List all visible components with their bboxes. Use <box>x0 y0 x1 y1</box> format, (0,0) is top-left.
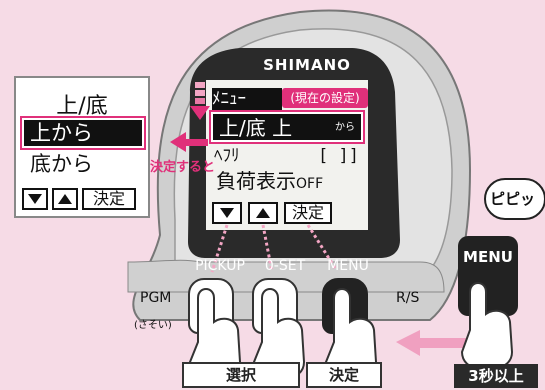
menu-label: MENU <box>327 258 369 274</box>
lcd-row3-right: [ ]] <box>318 146 359 166</box>
current-setting-note: (現在の設定) <box>282 88 368 108</box>
pgm-sub-label: (さそい) <box>134 320 172 331</box>
beep-bubble <box>484 178 545 220</box>
up-arrow-icon <box>256 208 270 218</box>
pgm-label: PGM <box>140 290 172 306</box>
beep-text: ピピッ <box>490 190 536 208</box>
brand-logo: SHIMANO <box>263 56 351 74</box>
lcd-highlight-text: 上/底 上 <box>219 116 293 140</box>
oset-button[interactable] <box>252 278 298 334</box>
select-label: 選択 <box>182 362 300 388</box>
lcd-menu-row: ﾒﾆｭｰ <box>212 88 282 110</box>
pickup-label: PICKUP <box>195 258 245 274</box>
confirm-note: 決定すると <box>150 160 216 175</box>
popup-option2-label: 底から <box>30 152 93 176</box>
popup-down-key[interactable] <box>22 188 48 210</box>
popup-option-selected[interactable]: 上から <box>22 118 144 148</box>
lcd-row4: 負荷表示OFF <box>216 168 366 194</box>
side-menu-label: MENU <box>463 248 513 266</box>
popup-confirm-key[interactable]: 決定 <box>82 188 136 210</box>
rs-label: R/S <box>396 290 420 306</box>
up-arrow-icon <box>58 194 72 204</box>
lcd-up-key <box>248 202 278 224</box>
popup-option-2[interactable]: 底から <box>22 150 144 180</box>
settings-popup: 上/底 上から 底から 決定 <box>14 76 150 218</box>
lcd-highlight-row: 上/底 上 から <box>211 112 363 142</box>
lcd-row4-suffix: OFF <box>296 176 324 192</box>
down-arrow-icon <box>28 194 42 204</box>
pickup-button[interactable] <box>188 278 234 334</box>
confirm-bottom-label: 決定 <box>306 362 382 388</box>
lcd-confirm-key: 決定 <box>284 202 332 224</box>
hold-duration-badge: 3秒以上 <box>454 364 538 388</box>
lcd-row4-text: 負荷表示 <box>216 169 296 193</box>
popup-option1-label: 上から <box>30 121 93 145</box>
popup-up-key[interactable] <box>52 188 78 210</box>
lcd-row3-left: ﾍﾌﾘ <box>214 146 240 166</box>
menu-button[interactable] <box>322 278 368 334</box>
lcd-down-key <box>212 202 242 224</box>
lcd-highlight-suffix: から <box>335 122 355 133</box>
oset-label: 0-SET <box>264 258 306 274</box>
popup-title: 上/底 <box>56 94 108 119</box>
down-arrow-icon <box>220 208 234 218</box>
